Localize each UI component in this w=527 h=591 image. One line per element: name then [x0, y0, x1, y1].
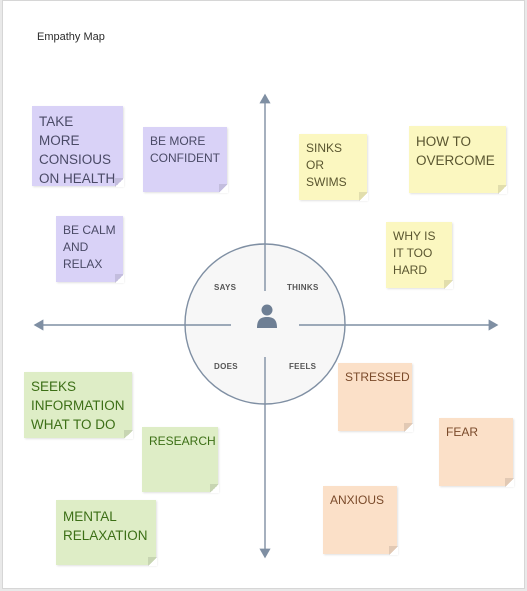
sticky-note-research[interactable]: RESEARCH [142, 427, 219, 493]
note-line: RELAX [63, 257, 103, 272]
note-line: HOW TO [416, 134, 472, 149]
note-line: INFORMATION [31, 398, 125, 414]
sticky-note-sinks[interactable]: SINKS OR SWIMS [299, 134, 368, 201]
quadrant-does: DOES [214, 362, 238, 371]
note-line: OVERCOME [416, 153, 495, 169]
note-line: RELAXATION [63, 528, 148, 544]
note-line: AND [63, 240, 89, 255]
note-line: OR [306, 158, 324, 173]
note-line: CONFIDENT [150, 151, 220, 166]
note-line: FEAR [446, 425, 479, 439]
note-line: SINKS [306, 141, 343, 155]
note-line: ANXIOUS [330, 493, 385, 507]
person-icon [257, 304, 277, 328]
note-line: STRESSED [345, 370, 410, 384]
note-line: IT TOO [393, 246, 433, 261]
note-line: ON HEALTH [39, 171, 116, 187]
page-title: Empathy Map [37, 31, 105, 43]
sticky-note-be-calm[interactable]: BE CALM AND RELAX [56, 216, 124, 283]
sticky-note-stressed[interactable]: STRESSED [338, 363, 413, 432]
sticky-note-anxious[interactable]: ANXIOUS [323, 486, 398, 555]
note-line: RESEARCH [149, 434, 216, 448]
sticky-note-take-more[interactable]: TAKE MORE CONSIOUS ON HEALTH [32, 106, 124, 187]
quadrant-feels: FEELS [289, 362, 317, 371]
note-line: SEEKS [31, 379, 77, 394]
sticky-note-fear[interactable]: FEAR [439, 418, 514, 487]
note-line: TAKE MORE [39, 114, 80, 149]
note-line: MENTAL [63, 509, 117, 524]
sticky-note-mental[interactable]: MENTAL RELAXATION [56, 500, 157, 566]
quadrant-thinks: THINKS [287, 283, 319, 292]
sticky-note-seeks[interactable]: SEEKS INFORMATION WHAT TO DO [24, 372, 133, 439]
sticky-note-how-to[interactable]: HOW TO OVERCOME [409, 126, 507, 194]
note-line: BE CALM [63, 223, 116, 237]
note-line: CONSIOUS [39, 152, 112, 168]
note-line: BE MORE [150, 134, 206, 148]
note-line: WHY IS [393, 229, 436, 243]
note-line: SWIMS [306, 175, 347, 190]
quadrant-says: SAYS [214, 283, 237, 292]
note-line: WHAT TO DO [31, 417, 116, 433]
sticky-note-be-more[interactable]: BE MORE CONFIDENT [143, 127, 228, 193]
sticky-note-why-is[interactable]: WHY IS IT TOO HARD [386, 222, 453, 289]
note-line: HARD [393, 263, 428, 278]
